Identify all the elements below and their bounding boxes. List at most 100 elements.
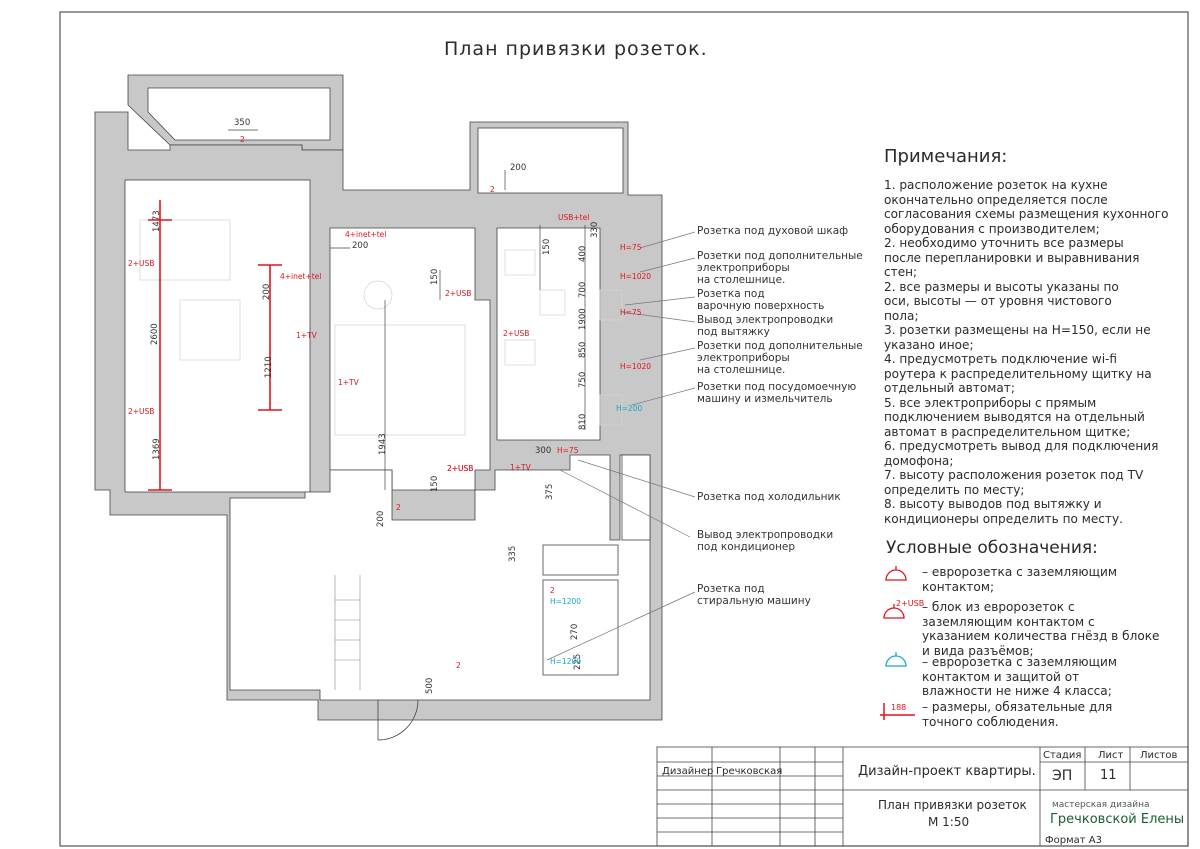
callout-note: Розетка под холодильник	[697, 491, 841, 503]
note-line: 2. необходимо уточнить все размеры	[884, 236, 1124, 250]
dimension-label: 1943	[378, 433, 388, 455]
note-line: отдельный автомат;	[884, 381, 1015, 395]
legend-text: – блок из евророзеток с	[922, 600, 1075, 614]
legend-text: контактом и защитой от	[922, 669, 1080, 684]
dimension-label: 150	[430, 475, 440, 492]
dimension-label: 810	[578, 413, 588, 430]
dimension-label: 300	[535, 446, 552, 456]
callout-text: на столешнице.	[697, 274, 786, 286]
stage-value: ЭП	[1052, 768, 1073, 784]
socket-label: 1+TV	[296, 331, 317, 340]
height-label: H=75	[620, 308, 642, 317]
dimension-label: 1473	[152, 210, 162, 232]
socket-label: 2	[456, 661, 461, 670]
callout-leaders	[546, 231, 696, 661]
socket-label: 2+USB	[447, 464, 474, 473]
socket-label: 2	[550, 586, 555, 595]
callout-text: Вывод электропроводки	[697, 529, 834, 541]
callout-text: под кондиционер	[697, 541, 795, 553]
notes-heading: Примечания:	[884, 146, 1008, 167]
note-line: 6. предусмотреть вывод для подключения	[884, 439, 1159, 453]
note-line: указано иное;	[884, 337, 974, 352]
legend-text: контактом;	[922, 579, 995, 594]
dimension-label: 2600	[150, 323, 160, 345]
paper-format: Формат А3	[1045, 835, 1102, 846]
note-line: роутера к распределительному щитку на	[884, 366, 1152, 381]
callout-text: Розетки под дополнительные	[697, 340, 863, 352]
dimension-label: 270	[570, 623, 580, 640]
note-line: стен;	[884, 265, 918, 279]
legend-socket-block-icon	[883, 607, 905, 619]
project-name: Дизайн-проект квартиры.	[858, 764, 1036, 779]
callout-text: Розетки под посудомоечную	[697, 381, 857, 393]
stairs	[334, 575, 361, 690]
height-label: H=1020	[620, 272, 652, 281]
dimension-label: 1900	[578, 308, 588, 330]
note-line: оборудования с производителем;	[884, 221, 1100, 236]
socket-label: 2	[396, 503, 401, 512]
callout-text: Розетка под духовой шкаф	[697, 225, 849, 237]
legend-text: – евророзетка с заземляющим	[922, 655, 1117, 669]
note-line: 2. все размеры и высоты указаны по	[884, 279, 1119, 294]
scale: М 1:50	[928, 815, 970, 829]
legend-tag: 188	[891, 703, 907, 712]
callout-text: под вытяжку	[697, 326, 770, 338]
dimension-label: 500	[425, 677, 435, 694]
legend-symbols	[880, 566, 915, 720]
callout-text: Розетки под дополнительные	[697, 250, 863, 262]
dimension-label: 1369	[152, 438, 162, 460]
dimension-label: 150	[542, 238, 552, 255]
dimension-label: 200	[510, 163, 527, 173]
dimension-label: 850	[578, 341, 588, 358]
callout-text: Розетка под холодильник	[697, 491, 841, 503]
callout-text: варочную поверхность	[697, 300, 825, 312]
dimension-lines	[148, 200, 282, 491]
note-line: 4. предусмотреть подключение wi-fi	[884, 352, 1118, 366]
legend-text: влажности не ниже 4 класса;	[922, 684, 1112, 698]
socket-label: 1+TV	[338, 378, 359, 387]
callout-text: стиральную машину	[697, 595, 811, 607]
title-block-frame	[656, 746, 1189, 847]
note-line: 8. высоту выводов под вытяжку и	[884, 497, 1102, 511]
sheets-label: Листов	[1140, 750, 1178, 761]
socket-label: 2+USB	[447, 464, 474, 473]
note-line: подключением выводятся на отдельный	[884, 410, 1145, 424]
dimension-label: 200	[352, 241, 369, 251]
legend-text: – размеры, обязательные для	[922, 700, 1113, 714]
note-line: автомат в распределительном щитке;	[884, 424, 1131, 439]
note-line: окончательно определяется после	[884, 192, 1108, 207]
legend-socket-blue-icon	[885, 655, 907, 667]
socket-label: 2	[490, 185, 495, 194]
dimension-label: 700	[578, 281, 588, 298]
socket-label: 4+inet+tel	[345, 230, 387, 239]
logo-subtitle: мастерская дизайна	[1052, 800, 1150, 810]
legend-text: заземляющим контактом с	[922, 614, 1095, 629]
dimension-label: 1210	[264, 356, 274, 378]
legend-tag: 2+USB	[896, 599, 925, 608]
note-line: пола;	[884, 308, 919, 323]
socket-label: 2+USB	[128, 407, 155, 416]
rooms	[124, 87, 651, 701]
legend-text: и вида разъёмов;	[922, 643, 1034, 658]
dimension-label: 200	[262, 283, 272, 300]
note-line: определить по месту;	[884, 482, 1025, 497]
sheet-number: 11	[1100, 768, 1117, 783]
page-title: План привязки розеток.	[444, 38, 708, 60]
socket-label: 2+USB	[128, 259, 155, 268]
height-label: H=75	[557, 446, 579, 455]
callout-text: электроприборы	[697, 262, 790, 274]
entry-door	[377, 699, 419, 741]
socket-label: 1+TV	[510, 463, 531, 472]
note-line: 3. розетки размещены на Н=150, если не	[884, 323, 1151, 337]
designer-name: Гречковская	[716, 766, 783, 777]
height-label: H=1200	[550, 657, 582, 666]
dimension-label: 750	[578, 371, 588, 388]
legend-text: точного соблюдения.	[922, 714, 1059, 729]
